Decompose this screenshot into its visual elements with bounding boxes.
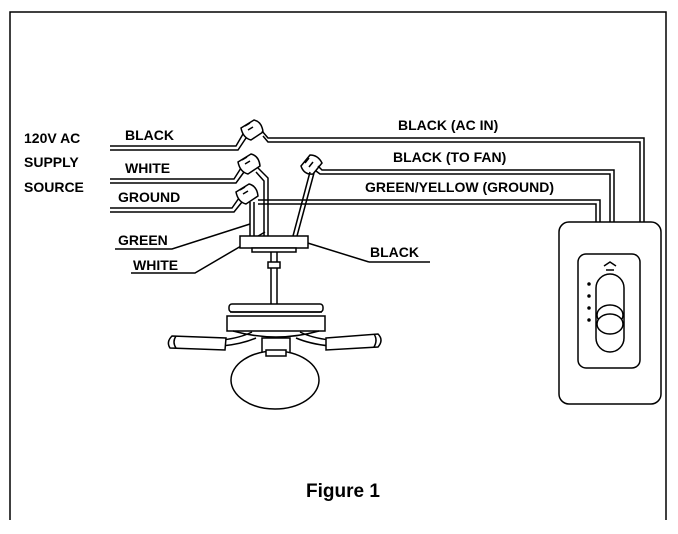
figure-caption: Figure 1 [306, 481, 380, 502]
supply-label-line2: SUPPLY [24, 154, 79, 170]
wire-nut-icon [240, 119, 264, 141]
run-wire-black-ac-in-label: BLACK (AC IN) [398, 117, 498, 133]
fan-lead-wires [249, 167, 315, 237]
wire-nut-icon [237, 153, 261, 175]
run-wire-black-to-fan-label: BLACK (TO FAN) [393, 149, 506, 165]
fan-lead-white-label: WHITE [133, 257, 178, 273]
fan-lead-black-label: BLACK [370, 244, 419, 260]
wire-nut-icon [300, 154, 323, 175]
wire-nut-icon [235, 183, 259, 205]
run-wires [258, 130, 645, 222]
supply-label-line3: SOURCE [24, 179, 84, 195]
fan-lead-green-label: GREEN [118, 232, 168, 248]
wall-control-icon [558, 221, 662, 405]
diagram-frame [9, 11, 667, 520]
supply-wire-white-label: WHITE [125, 160, 170, 176]
supply-wire-ground-label: GROUND [118, 189, 180, 205]
supply-wires [110, 133, 247, 213]
ceiling-fan-icon [167, 235, 382, 410]
run-wire-green-yellow-label: GREEN/YELLOW (GROUND) [365, 179, 554, 195]
supply-wire-black-label: BLACK [125, 127, 174, 143]
supply-label-line1: 120V AC [24, 130, 80, 146]
